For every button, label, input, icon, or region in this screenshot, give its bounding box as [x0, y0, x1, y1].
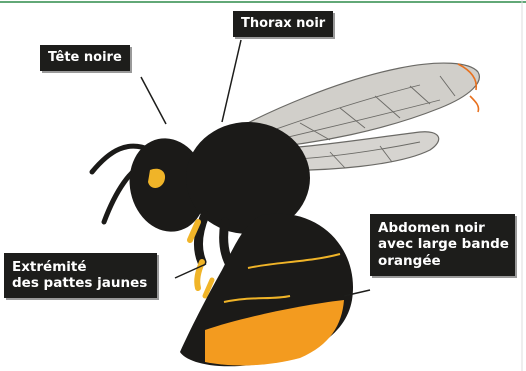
- wing-tip-marking-2: [470, 96, 479, 112]
- label-tete: Tête noire: [40, 45, 130, 71]
- leader-tete: [141, 77, 166, 124]
- label-pattes-line-1: Extrémité: [12, 259, 147, 275]
- label-tete-text: Tête noire: [48, 50, 122, 66]
- label-abdomen-line-1: Abdomen noir: [378, 220, 509, 236]
- label-abdomen-line-2: avec large bande: [378, 236, 509, 252]
- label-abdomen: Abdomen noir avec large bande orangée: [370, 214, 515, 276]
- label-thorax: Thorax noir: [233, 11, 333, 37]
- label-abdomen-line-3: orangée: [378, 253, 509, 269]
- label-thorax-text: Thorax noir: [241, 16, 325, 32]
- label-pattes-line-2: des pattes jaunes: [12, 275, 147, 291]
- leader-thorax: [222, 40, 241, 122]
- label-pattes: Extrémité des pattes jaunes: [4, 253, 157, 298]
